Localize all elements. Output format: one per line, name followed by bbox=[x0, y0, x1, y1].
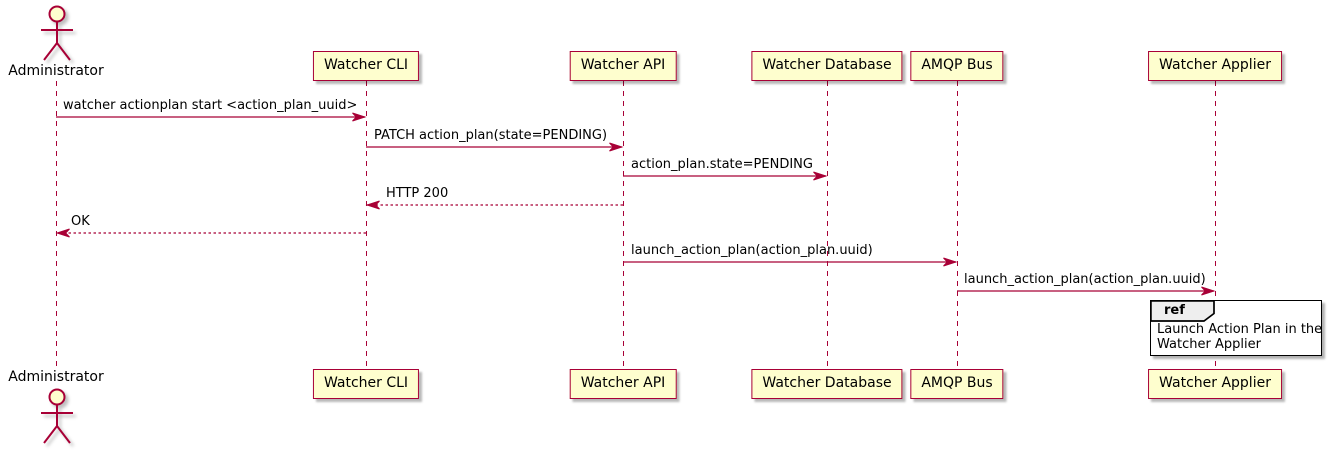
actor-label-administrator-top: Administrator bbox=[8, 63, 104, 79]
ref-text-line-1: Launch Action Plan in the bbox=[1157, 322, 1323, 337]
participant-box-amqp-bus-bottom: AMQP Bus bbox=[910, 369, 1004, 399]
participant-box-watcher-applier-bottom: Watcher Applier bbox=[1148, 369, 1282, 399]
actor-label-administrator-bottom: Administrator bbox=[8, 369, 104, 385]
administrator-actor-icon-top bbox=[41, 5, 73, 61]
message-label-4: HTTP 200 bbox=[386, 186, 449, 201]
participant-box-watcher-database-bottom: Watcher Database bbox=[751, 369, 903, 399]
ref-text: Launch Action Plan in the Watcher Applie… bbox=[1157, 322, 1322, 352]
ref-text-line-2: Watcher Applier bbox=[1157, 337, 1261, 352]
administrator-actor-icon-bottom bbox=[41, 388, 73, 444]
message-label-6: launch_action_plan(action_plan.uuid) bbox=[631, 243, 873, 258]
participant-box-amqp-bus-top: AMQP Bus bbox=[910, 51, 1004, 81]
ref-keyword: ref bbox=[1164, 303, 1185, 318]
ref-fragment: ref Launch Action Plan in the Watcher Ap… bbox=[1150, 300, 1322, 356]
message-label-1: watcher actionplan start <action_plan_uu… bbox=[63, 98, 358, 113]
participant-box-watcher-api-top: Watcher API bbox=[569, 51, 677, 81]
message-label-3: action_plan.state=PENDING bbox=[631, 157, 813, 172]
participant-box-watcher-applier-top: Watcher Applier bbox=[1148, 51, 1282, 81]
message-label-5: OK bbox=[71, 214, 90, 229]
participant-box-watcher-database-top: Watcher Database bbox=[751, 51, 903, 81]
participant-box-watcher-cli-top: Watcher CLI bbox=[312, 51, 420, 81]
message-label-2: PATCH action_plan(state=PENDING) bbox=[374, 128, 608, 143]
participant-box-watcher-cli-bottom: Watcher CLI bbox=[312, 369, 420, 399]
ref-tab-shape bbox=[1150, 300, 1215, 322]
message-label-7: launch_action_plan(action_plan.uuid) bbox=[964, 272, 1206, 287]
participant-box-watcher-api-bottom: Watcher API bbox=[569, 369, 677, 399]
